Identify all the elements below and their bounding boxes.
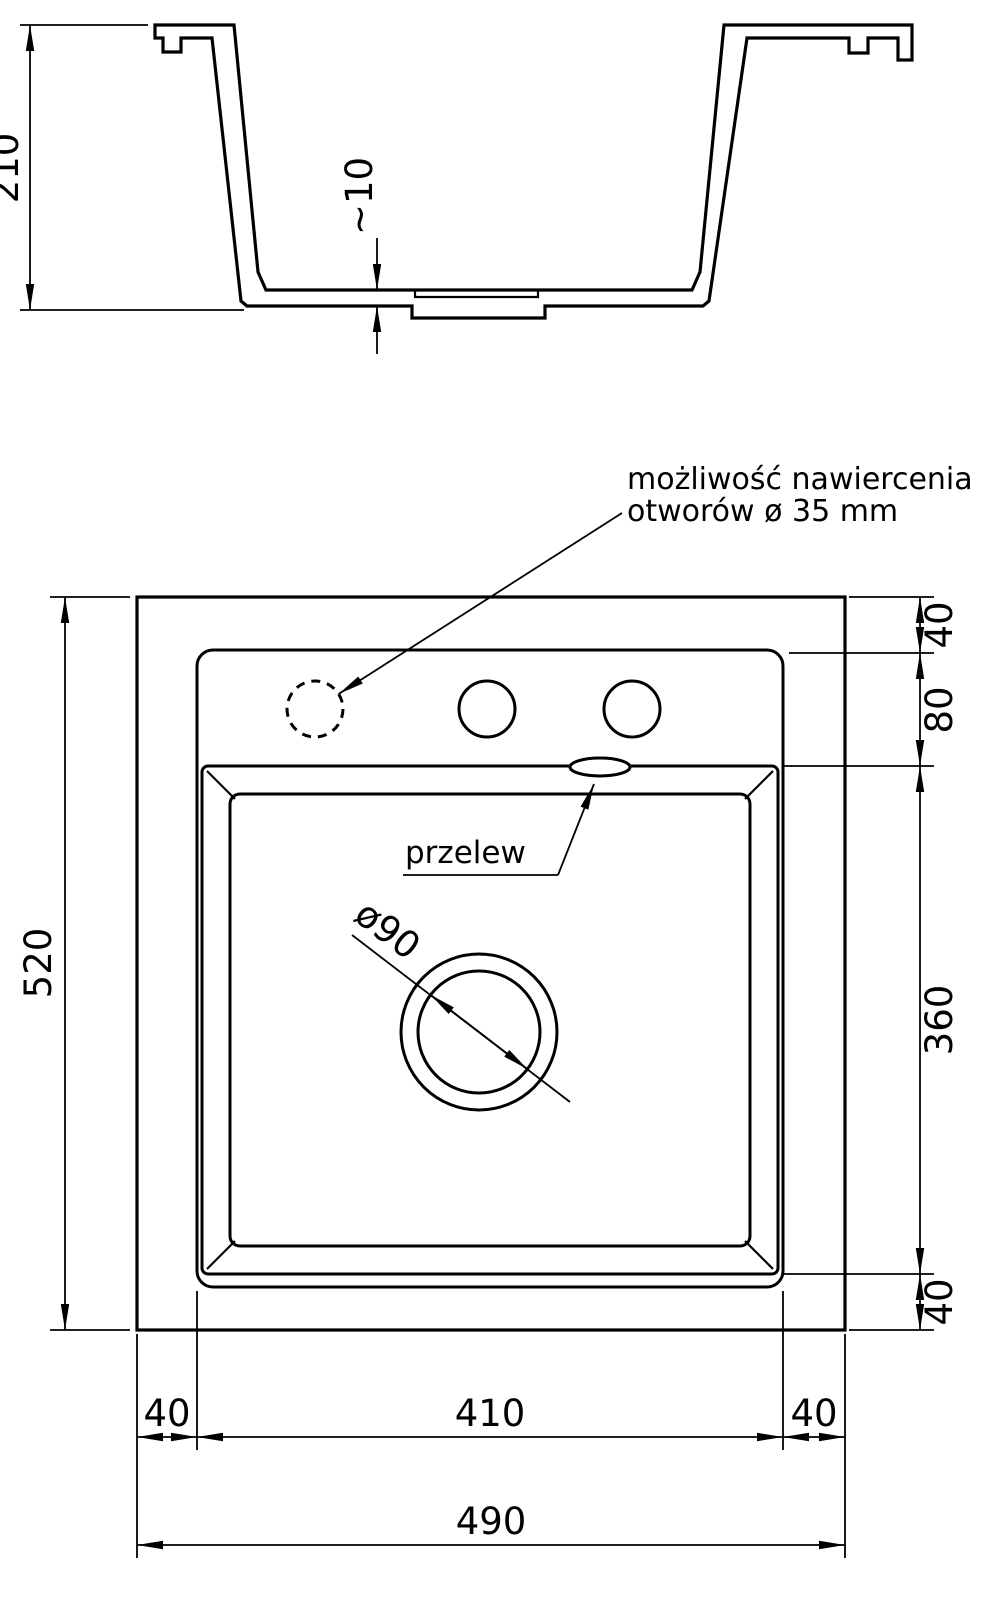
- bowl-outer-edge: [200, 764, 780, 1276]
- drill-note-callout: możliwość nawiercenia otworów ø 35 mm: [338, 462, 973, 695]
- drain-outer-circle: [399, 952, 559, 1112]
- overflow-callout: przelew: [403, 783, 595, 876]
- sink-outer-edge: [135, 595, 847, 1332]
- dimensions-right-chain: 40 80 360 40: [784, 596, 961, 1331]
- dimension-label-bottom-offset: 40: [918, 1278, 961, 1325]
- dimension-label-left-offset: 40: [143, 1392, 190, 1435]
- dimensions-bottom: 40 410 40 490: [136, 1291, 846, 1558]
- dimension-label-bowl-length: 360: [918, 985, 961, 1056]
- drain-inner-circle: [416, 969, 542, 1095]
- drill-note-line2: otworów ø 35 mm: [627, 494, 898, 529]
- dimension-label-right-offset: 40: [790, 1392, 837, 1435]
- drill-note-line1: możliwość nawiercenia: [627, 462, 973, 497]
- optional-drill-hole-dashed: [285, 679, 345, 739]
- bowl-inner-edge: [228, 792, 752, 1248]
- diameter-arrow: [478, 1031, 528, 1070]
- dimension-label-overall-width: 490: [456, 1500, 527, 1543]
- dimension-bottom-thickness: ~10: [338, 157, 382, 354]
- dimension-label-bowl-width: 410: [455, 1392, 526, 1435]
- plan-view: ø90 przelew możliwość nawiercenia otworó…: [17, 462, 973, 1558]
- faucet-hole: [457, 679, 517, 739]
- dimension-label-hole-band: 80: [918, 686, 961, 733]
- chamfer-line: [744, 1240, 774, 1270]
- dimension-overall-height: 210: [0, 24, 244, 311]
- chamfer-line: [206, 1240, 236, 1270]
- dimension-label-overall-depth: 520: [17, 928, 60, 999]
- leader-line: [557, 783, 595, 876]
- overflow-slot: [568, 756, 632, 778]
- diameter-arrow: [430, 994, 480, 1033]
- drain: ø90: [347, 892, 571, 1112]
- chamfer-line: [206, 770, 236, 800]
- sink-rim-edge: [195, 648, 785, 1289]
- drain-diameter-label: ø90: [347, 892, 429, 969]
- dimension-label-top-offset: 40: [918, 601, 961, 648]
- faucet-holes: [285, 679, 662, 739]
- chamfer-line: [744, 770, 774, 800]
- sink-section-profile: [153, 23, 914, 320]
- dimension-overall-depth: 520: [17, 596, 130, 1331]
- dimension-label-bottom-thickness: ~10: [338, 157, 381, 235]
- overflow-label: przelew: [405, 835, 526, 871]
- dimension-label-overall-height: 210: [0, 133, 27, 204]
- bowl-corner-chamfers: [206, 770, 774, 1270]
- cross-section-view: 210 ~10: [0, 23, 914, 354]
- faucet-hole: [602, 679, 662, 739]
- drain-recess-inner-line: [413, 290, 540, 299]
- leader-line: [338, 512, 623, 695]
